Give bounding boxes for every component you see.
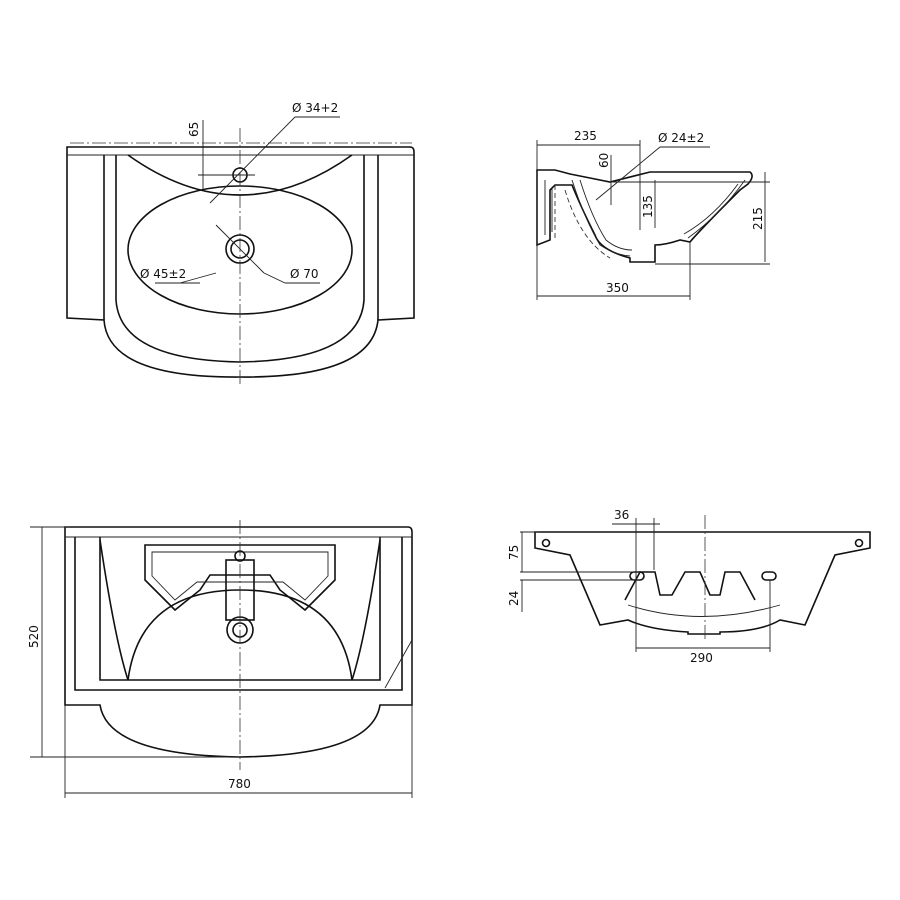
front-view: 36 75 24 290 bbox=[507, 508, 871, 665]
label-total-height: 215 bbox=[751, 207, 765, 230]
label-depth: 520 bbox=[27, 625, 41, 648]
label-height-upper: 75 bbox=[507, 545, 521, 560]
side-section-view: 235 Ø 24±2 60 135 215 350 bbox=[536, 129, 770, 300]
leader-tap bbox=[209, 116, 296, 204]
section-hatch-front bbox=[683, 179, 746, 239]
fixing-slot-right bbox=[761, 571, 777, 581]
label-tap-hole-diameter: Ø 34+2 bbox=[292, 101, 338, 115]
bottom-view: 520 780 bbox=[27, 520, 413, 798]
front-ribs bbox=[624, 571, 756, 601]
tap-deck-support bbox=[144, 544, 336, 612]
leader-overflow bbox=[595, 146, 661, 201]
drain-inner bbox=[230, 239, 250, 259]
label-slot-width: 36 bbox=[614, 508, 629, 522]
label-drain-diameter: Ø 45±2 bbox=[140, 267, 186, 281]
label-total-depth: 350 bbox=[606, 281, 629, 295]
label-tap-offset: 65 bbox=[187, 122, 201, 137]
leader-drain-outer bbox=[263, 272, 286, 284]
fixing-hole-left bbox=[541, 538, 551, 548]
section-hatch-back bbox=[544, 179, 633, 257]
bottom-view-outline bbox=[64, 526, 413, 758]
label-overflow-height: 60 bbox=[597, 153, 611, 168]
fixing-hole-right bbox=[854, 538, 864, 548]
label-bowl-depth: 135 bbox=[641, 195, 655, 218]
label-depth-to-tap: 235 bbox=[574, 129, 597, 143]
leader-drain bbox=[179, 272, 217, 284]
label-overflow-diameter: Ø 24±2 bbox=[658, 131, 704, 145]
label-width: 780 bbox=[228, 777, 251, 791]
drain-outer bbox=[225, 234, 255, 264]
label-fixing-spacing: 290 bbox=[690, 651, 713, 665]
label-height-lower: 24 bbox=[507, 591, 521, 606]
underside-frame bbox=[74, 537, 403, 691]
label-drain-outer-diameter: Ø 70 bbox=[290, 267, 319, 281]
underside-ribs bbox=[99, 539, 381, 681]
top-view: Ø 34+2 65 Ø 45±2 Ø 70 bbox=[66, 101, 415, 385]
top-view-outline bbox=[66, 146, 415, 378]
front-view-outline bbox=[534, 531, 871, 635]
